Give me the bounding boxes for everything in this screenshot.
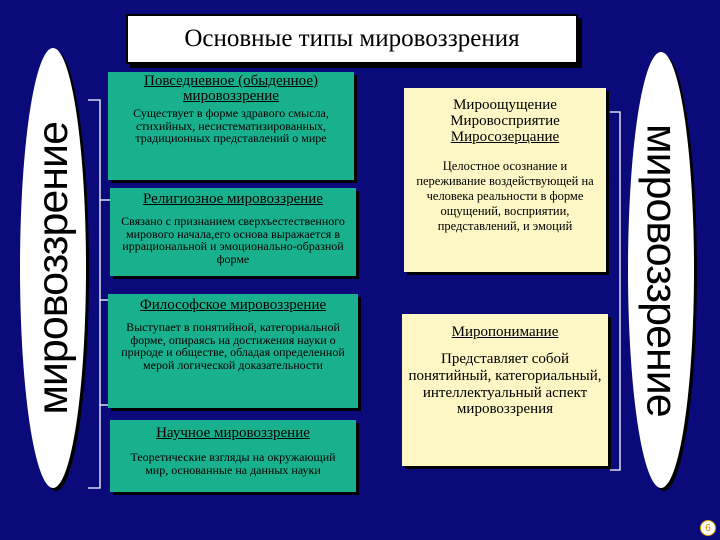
right-worldview-oval: мировоззрение	[628, 52, 694, 488]
right-connector	[610, 111, 621, 471]
left-connector	[88, 99, 101, 489]
philosophical-worldview-text: Выступает в понятийной, категориальной ф…	[121, 320, 345, 372]
understanding-level-text: Представляет собой понятийный, категориа…	[408, 351, 602, 418]
left-worldview-oval: мировоззрение	[20, 48, 86, 488]
heading-line-1: Мироощущение	[453, 97, 557, 113]
everyday-worldview-heading: Повседневное (обыденное) мировоззрение	[143, 73, 319, 104]
perception-level-text: Целостное осознание и переживание воздей…	[416, 159, 594, 234]
scientific-worldview-box: Научное мировоззрение Теоретические взгл…	[110, 420, 356, 492]
page-title: Основные типы мировоззрения	[126, 14, 578, 64]
heading-line-2: Мировосприятие	[450, 112, 560, 129]
scientific-worldview-heading: Научное мировоззрение	[156, 425, 310, 441]
philosophical-worldview-box: Философское мировоззрение Выступает в по…	[108, 294, 358, 408]
perception-level-heading: Мироощущение Мировосприятие Миросозерцан…	[410, 97, 600, 145]
everyday-worldview-box: Повседневное (обыденное) мировоззрение С…	[108, 72, 354, 180]
religious-worldview-heading: Религиозное мировоззрение	[143, 191, 323, 207]
slide-number-badge: 6	[700, 520, 716, 536]
right-worldview-label: мировоззрение	[637, 123, 686, 417]
understanding-level-box: Миропонимание Представляет собой понятий…	[402, 314, 608, 466]
religious-worldview-text: Связано с признанием сверхъестественного…	[121, 214, 345, 266]
perception-level-box: Мироощущение Мировосприятие Миросозерцан…	[404, 88, 606, 272]
everyday-worldview-text: Существует в форме здравого смысла, стих…	[133, 106, 329, 146]
philosophical-worldview-heading: Философское мировоззрение	[139, 297, 327, 313]
heading-line-3: Миросозерцание	[450, 128, 560, 145]
left-worldview-label: мировоззрение	[28, 121, 77, 415]
understanding-level-heading: Миропонимание	[451, 324, 559, 340]
scientific-worldview-text: Теоретические взгляды на окружающий мир,…	[130, 450, 336, 477]
religious-worldview-box: Религиозное мировоззрение Связано с приз…	[110, 188, 356, 276]
